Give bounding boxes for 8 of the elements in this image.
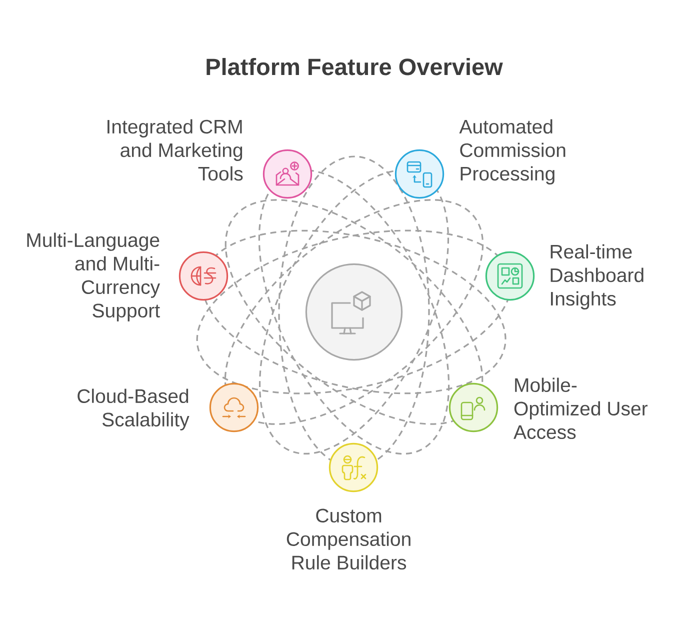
- feature-label: Integrated CRM and Marketing Tools: [108, 119, 243, 181]
- feature-label: Real-time Dashboard Insights: [550, 244, 644, 310]
- feature-label: Custom Compensation Rule Builders: [286, 508, 410, 570]
- feature-label: Mobile-Optimized User Access: [514, 378, 648, 440]
- feature-label: Automated Commission Processing: [459, 119, 566, 184]
- title: Platform Feature Overview: [206, 58, 503, 76]
- feature-label: Cloud-Based Scalability: [78, 388, 190, 430]
- feature-label: Multi-Language and Multi-Currency Support: [27, 232, 160, 322]
